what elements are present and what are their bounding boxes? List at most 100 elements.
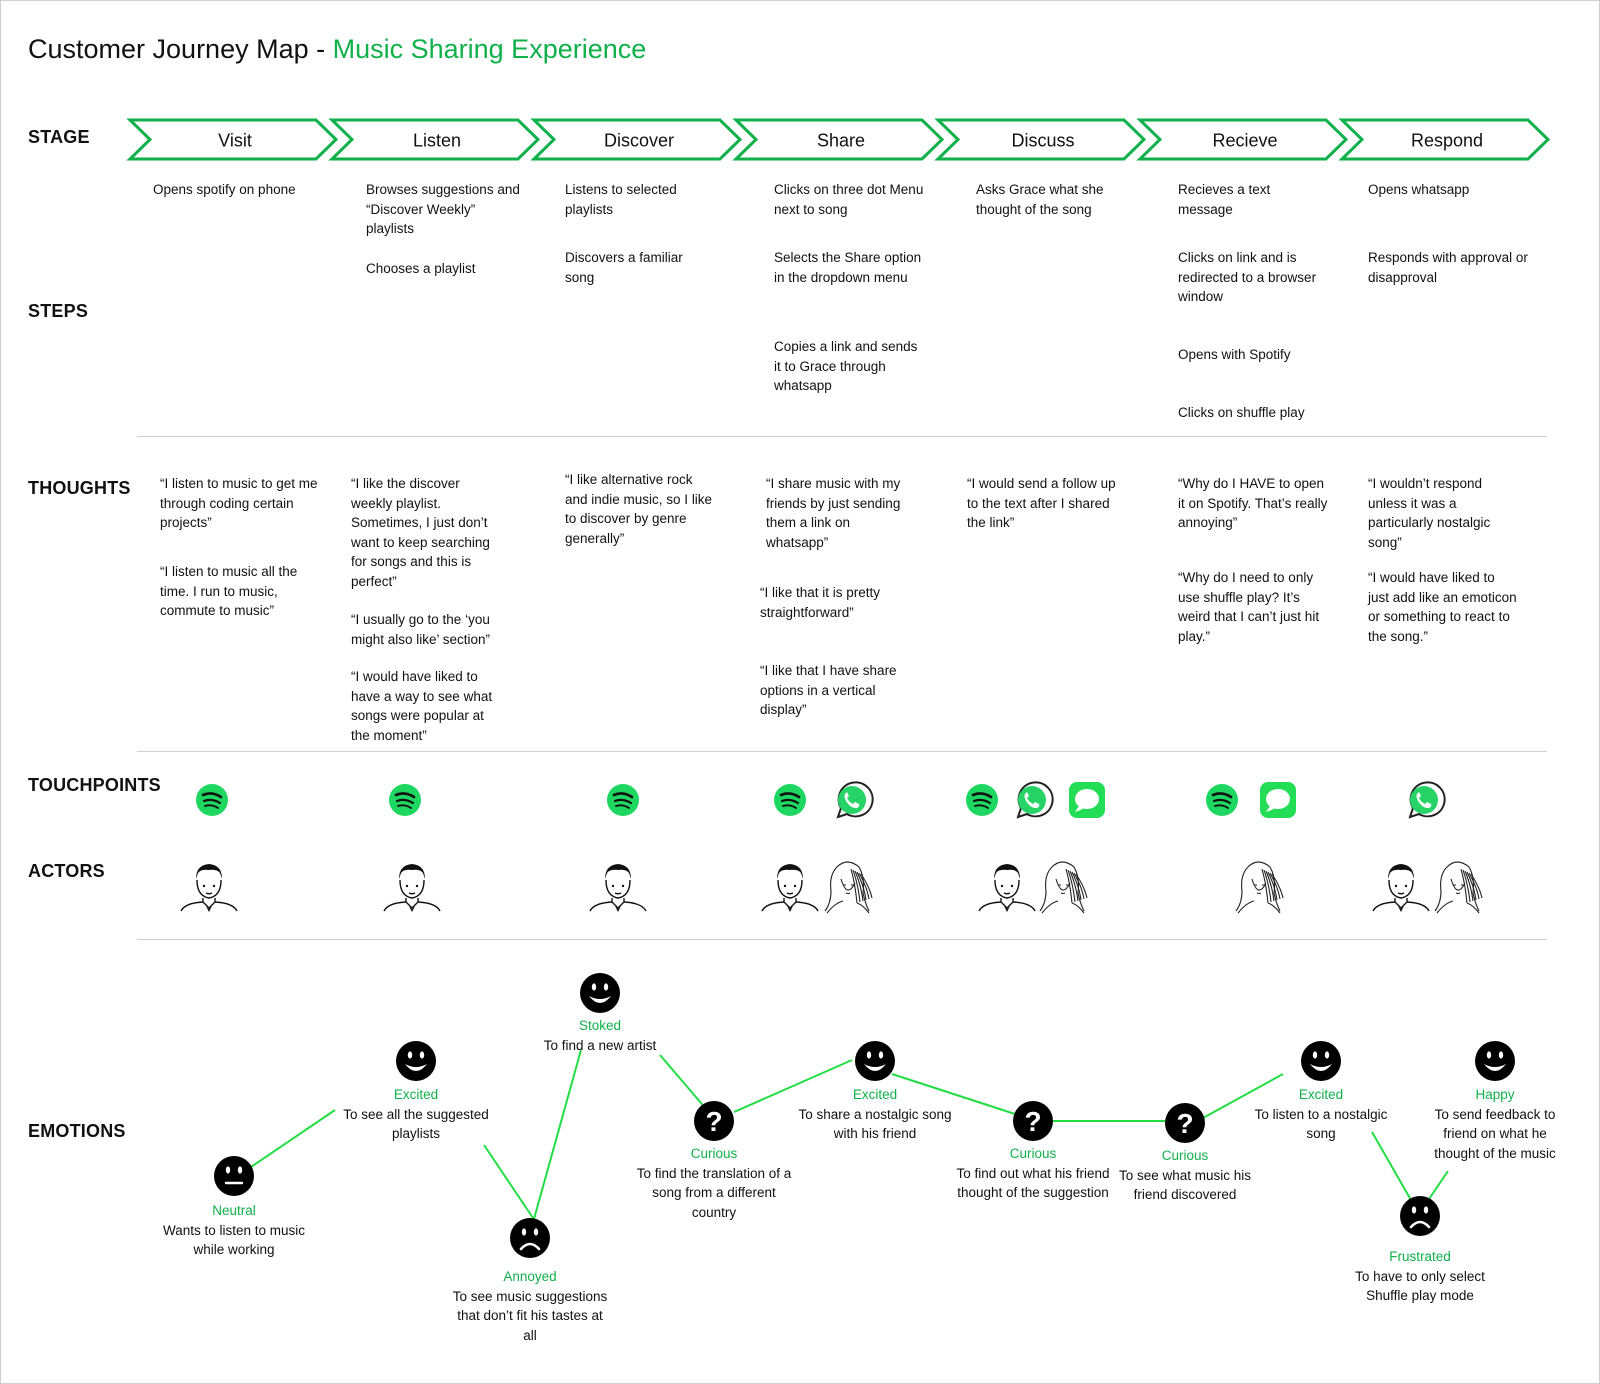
chevron-shape	[126, 118, 339, 161]
emotion-curve-segment	[1202, 1073, 1284, 1119]
emotion-name: Excited	[1298, 1087, 1344, 1102]
stage-chevron-share: Share	[732, 118, 945, 161]
stage-chevron-respond: Respond	[1338, 118, 1551, 161]
chevron-shape	[328, 118, 541, 161]
chevron-shape	[1338, 118, 1551, 161]
emotion-happy-face-icon	[1475, 1041, 1515, 1081]
emotion-description: To find out what his friend thought of t…	[956, 1165, 1110, 1201]
emotion-name: Curious	[1009, 1146, 1057, 1161]
emotion-label: Curious To find out what his friend thoug…	[953, 1144, 1113, 1203]
emotion-curve-segment	[1371, 1131, 1412, 1201]
thought-quote: “I like the discover weekly playlist. So…	[351, 476, 490, 589]
stage-chevron-recieve: Recieve	[1136, 118, 1349, 161]
emotion-question-face-icon: ?	[694, 1101, 734, 1141]
thought-quote: “I would have liked to have a way to see…	[351, 669, 493, 743]
svg-text:?: ?	[705, 1106, 722, 1137]
thought-quote: “I listen to music to get me through cod…	[160, 476, 318, 530]
page-title: Customer Journey Map - Music Sharing Exp…	[28, 34, 646, 65]
emotion-name: Excited	[852, 1087, 898, 1102]
thought-quote: “I would send a follow up to the text af…	[967, 476, 1116, 530]
stage-label: Discuss	[1011, 131, 1074, 151]
stage-label: Listen	[413, 131, 461, 151]
stage-chevron-discover: Discover	[530, 118, 743, 161]
female-user-icon	[824, 861, 873, 914]
thought-quote: “I listen to music all the time. I run t…	[160, 564, 298, 618]
emotion-name: Curious	[690, 1146, 738, 1161]
spotify-icon	[966, 784, 998, 816]
thought-quote: “Why do I need to only use shuffle play?…	[1178, 570, 1320, 644]
emotion-curve-segment	[659, 1054, 708, 1111]
row-label-emotions: EMOTIONS	[28, 1121, 126, 1141]
messages-icon	[1069, 782, 1105, 818]
male-user-icon	[761, 864, 819, 912]
emotion-description: To send feedback to friend on what he th…	[1434, 1106, 1556, 1161]
step-text: Clicks on link and is redirected to a br…	[1178, 250, 1317, 304]
emotion-curve-segment	[1426, 1170, 1449, 1203]
thought-quote: “I like alternative rock and indie music…	[565, 472, 713, 546]
step-text: Listens to selected playlists	[565, 182, 677, 217]
stage-label: Recieve	[1212, 131, 1277, 151]
row-label-touchpoints: TOUCHPOINTS	[28, 775, 161, 795]
step-text: Asks Grace what she thought of the song	[976, 182, 1104, 217]
thought-quote: “I like that I have share options in a v…	[760, 663, 897, 717]
emotion-name: Frustrated	[1389, 1249, 1451, 1264]
emotion-curve-segment	[533, 1049, 582, 1220]
emotion-label: Curious To find the translation of a song…	[634, 1144, 794, 1222]
svg-text:?: ?	[1176, 1108, 1193, 1139]
stage-label: Visit	[218, 131, 252, 151]
emotion-curve-segment	[250, 1109, 336, 1168]
emotion-description: To find the translation of a song from a…	[636, 1165, 792, 1220]
male-user-icon	[383, 864, 441, 912]
stage-chevron-visit: Visit	[126, 118, 339, 161]
step-text: Chooses a playlist	[366, 261, 476, 276]
whatsapp-icon	[836, 781, 874, 819]
emotion-question-face-icon: ?	[1013, 1101, 1053, 1141]
chevron-shape	[530, 118, 743, 161]
title-highlight: Music Sharing Experience	[332, 34, 647, 64]
svg-text:?: ?	[1024, 1106, 1041, 1137]
thought-quote: “I wouldn’t respond unless it was a part…	[1368, 476, 1491, 550]
chevron-shape	[1136, 118, 1349, 161]
step-text: Responds with approval or disapproval	[1368, 250, 1528, 285]
emotion-description: To find a new artist	[543, 1037, 657, 1053]
male-user-icon	[1372, 864, 1430, 912]
row-label-stage: STAGE	[28, 127, 90, 147]
thought-quote: “I usually go to the ‘you might also lik…	[351, 612, 491, 647]
whatsapp-icon	[1408, 781, 1446, 819]
thought-quote: “I share music with my friends by just s…	[766, 476, 901, 550]
spotify-icon	[389, 784, 421, 816]
step-text: Opens whatsapp	[1368, 182, 1470, 197]
emotion-description: To see all the suggested playlists	[343, 1106, 489, 1142]
emotion-curve-segment	[733, 1059, 853, 1113]
emotion-name: Annoyed	[503, 1269, 557, 1284]
row-label-actors: ACTORS	[28, 861, 105, 881]
emotion-label: Excited To listen to a nostalgic song	[1241, 1085, 1401, 1144]
female-user-icon	[1434, 861, 1483, 914]
step-text: Browses suggestions and “Discover Weekly…	[366, 182, 520, 236]
emotion-happy-face-icon	[1301, 1041, 1341, 1081]
emotion-sad-face-icon	[510, 1218, 550, 1258]
title-main: Customer Journey Map -	[28, 34, 333, 64]
emotion-description: Wants to listen to music while working	[162, 1222, 306, 1258]
emotion-neutral-face-icon	[214, 1156, 254, 1196]
messages-icon	[1260, 782, 1296, 818]
male-user-icon	[978, 864, 1036, 912]
step-text: Discovers a familiar song	[565, 250, 683, 285]
emotion-name: Curious	[1161, 1148, 1209, 1163]
stage-label: Respond	[1411, 131, 1483, 151]
stage-chevron-listen: Listen	[328, 118, 541, 161]
emotion-description: To listen to a nostalgic song	[1254, 1106, 1388, 1142]
emotion-happy-face-icon	[580, 973, 620, 1013]
step-text: Clicks on three dot Menu next to song	[774, 182, 924, 217]
separator	[137, 751, 1547, 752]
emotion-happy-face-icon	[396, 1041, 436, 1081]
whatsapp-icon	[1016, 781, 1054, 819]
step-text: Clicks on shuffle play	[1178, 405, 1305, 420]
chevron-shape	[934, 118, 1147, 161]
step-text: Copies a link and sends it to Grace thro…	[774, 339, 918, 393]
